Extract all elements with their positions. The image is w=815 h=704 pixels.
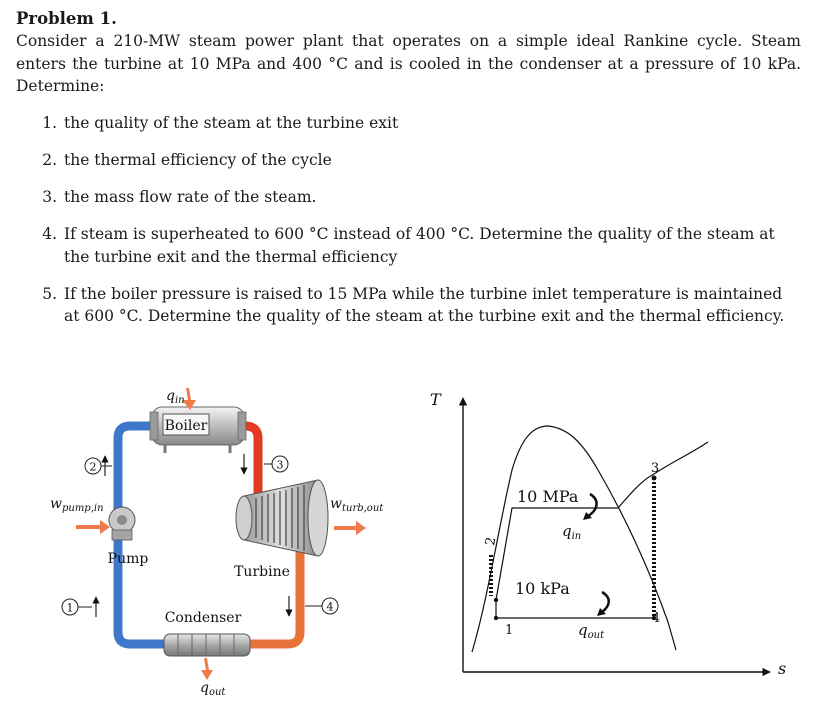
turbine: Turbine: [234, 479, 329, 580]
saturation-dome: [471, 425, 677, 653]
w-turb-label: wturb,out: [330, 496, 384, 514]
question-5: If the boiler pressure is raised to 15 M…: [62, 283, 801, 328]
rankine-schematic: Boiler Turbine Pump: [50, 388, 384, 698]
pump-label: Pump: [108, 551, 149, 567]
ts-state-2: 2: [483, 536, 499, 547]
q-out-label: qout: [200, 680, 226, 698]
turbine-work-arrow: wturb,out: [330, 496, 384, 535]
t-axis-label: T: [430, 390, 442, 409]
condenser-label: Condenser: [165, 610, 242, 626]
high-pressure-label: 10 MPa: [517, 487, 579, 506]
turbine-label: Turbine: [234, 564, 290, 580]
q-in-label: qin: [166, 388, 185, 406]
s-axis-label: s: [778, 659, 786, 678]
question-list: the quality of the steam at the turbine …: [16, 112, 801, 328]
ts-state-1: 1: [505, 623, 513, 638]
pipe-pump-to-boiler: [113, 421, 170, 510]
low-pressure-label: 10 kPa: [515, 579, 570, 598]
ts-q-in-label: qin: [562, 522, 581, 542]
svg-text:2: 2: [90, 461, 97, 474]
ts-diagram: T s 1 2 3 4 10 MPa 10 kPa qin qout: [430, 390, 786, 678]
state-2-marker: 2: [84, 455, 112, 476]
svg-text:3: 3: [277, 459, 284, 472]
condenser: Condenser: [163, 610, 251, 657]
state-1-marker: 1: [61, 596, 100, 617]
question-4: If steam is superheated to 600 °C instea…: [62, 223, 801, 268]
svg-text:1: 1: [67, 602, 74, 615]
high-pressure-isobar: [495, 441, 709, 601]
svg-text:4: 4: [327, 601, 334, 614]
w-pump-label: wpump,in: [50, 496, 104, 514]
pipe-condenser-to-pump: [113, 530, 168, 649]
question-2: the thermal efficiency of the cycle: [62, 149, 801, 172]
question-3: the mass flow rate of the steam.: [62, 186, 801, 209]
state-4-marker: 4: [285, 596, 339, 617]
pipe-turbine-to-condenser: [248, 548, 305, 649]
pump-work-arrow: wpump,in: [50, 496, 110, 534]
boiler: Boiler: [149, 406, 247, 453]
heat-out-arrow: qout: [200, 658, 226, 698]
heat-in-arrow: qin: [166, 388, 196, 410]
ts-q-out-label: qout: [578, 621, 605, 641]
question-1: the quality of the steam at the turbine …: [62, 112, 801, 135]
ts-state-4: 4: [652, 611, 660, 626]
figures: Boiler Turbine Pump: [0, 370, 815, 700]
problem-intro: Consider a 210-MW steam power plant that…: [16, 32, 801, 95]
problem-title: Problem 1.: [16, 9, 117, 28]
problem-text: Problem 1. Consider a 210-MW steam power…: [16, 8, 801, 342]
boiler-label: Boiler: [165, 418, 208, 434]
state-3-marker: 3: [240, 454, 289, 475]
pump: Pump: [108, 506, 149, 567]
ts-state-3: 3: [651, 461, 659, 476]
